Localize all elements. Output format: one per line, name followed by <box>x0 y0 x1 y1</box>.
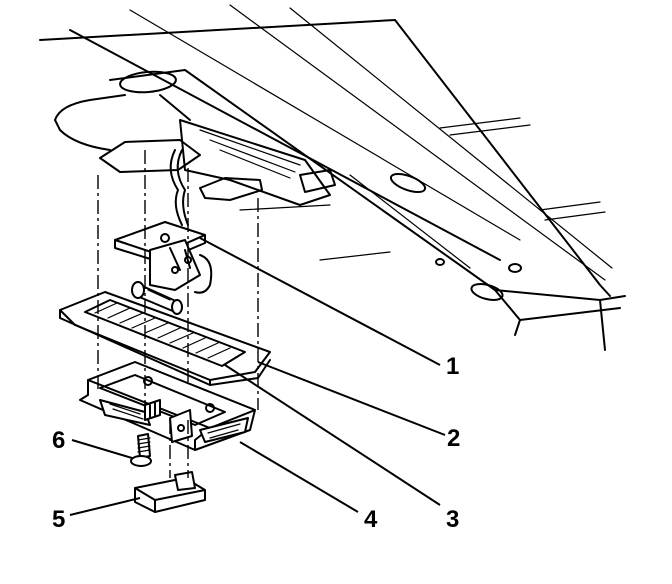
roof-headliner <box>39 4 626 351</box>
leader-6 <box>71 439 133 459</box>
callouts: 1 2 3 4 5 6 <box>52 353 460 533</box>
lens <box>59 291 271 386</box>
leader-3 <box>224 364 441 506</box>
callout-1: 1 <box>446 353 459 380</box>
leader-lines <box>69 237 446 516</box>
alignment-lines <box>97 150 259 478</box>
callout-2: 2 <box>447 425 460 452</box>
leader-2 <box>257 361 446 436</box>
screw <box>130 433 152 467</box>
callout-4: 4 <box>364 506 378 533</box>
callout-6: 6 <box>52 427 65 454</box>
leader-4 <box>239 441 359 513</box>
switch-button <box>134 471 206 513</box>
bulb <box>131 281 183 315</box>
callout-3: 3 <box>446 506 459 533</box>
leader-5 <box>69 497 141 516</box>
leader-1 <box>199 237 441 366</box>
callout-5: 5 <box>52 506 65 533</box>
lamp-housing <box>79 361 256 451</box>
